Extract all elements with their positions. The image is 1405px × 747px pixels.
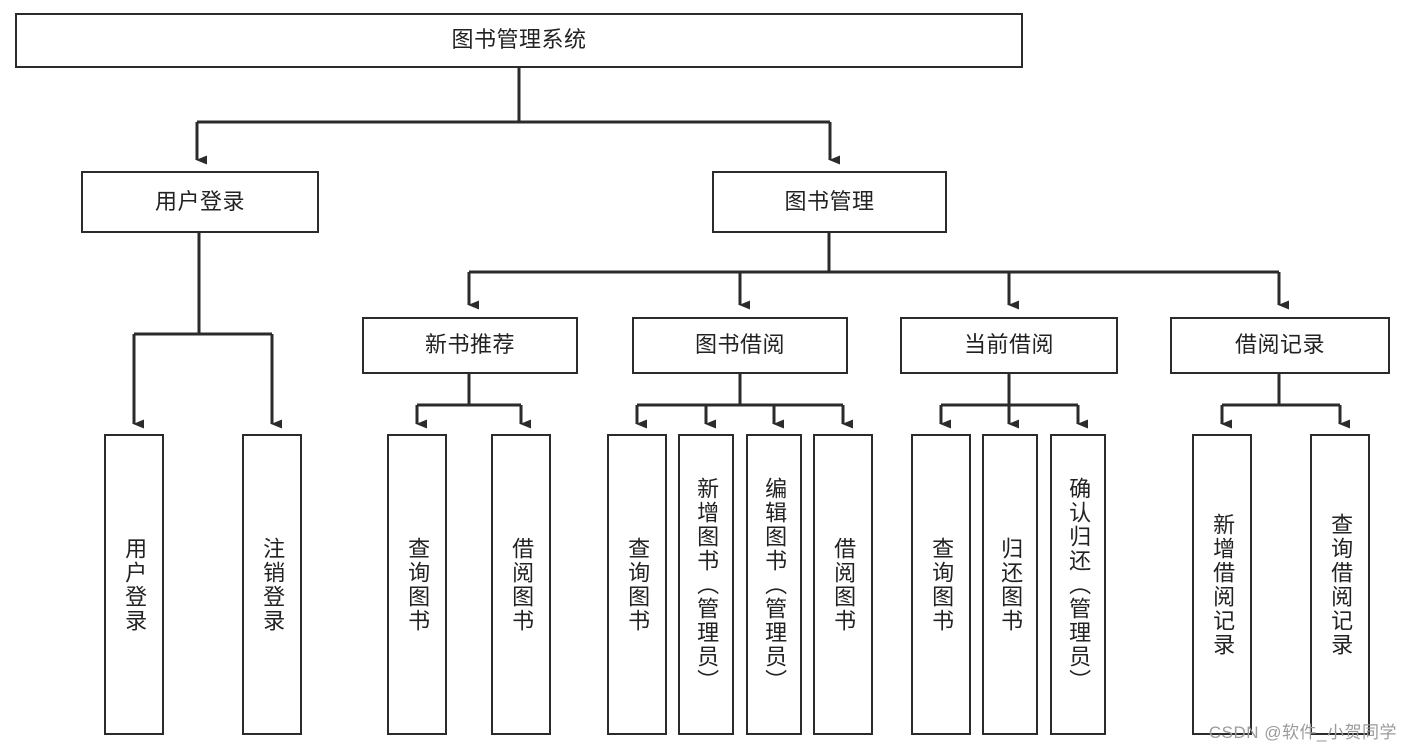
node-root-library-system[interactable]: 图书管理系统 xyxy=(15,13,1023,68)
node-label: 图书管理 xyxy=(784,188,875,214)
node-label: 借阅图书 xyxy=(831,536,857,633)
node-label: 注销登录 xyxy=(260,536,286,633)
leaf-book-borrow-add-admin[interactable]: 新增图书（管理员） xyxy=(678,434,734,735)
leaf-current-borrow-query[interactable]: 查询图书 xyxy=(911,434,971,735)
node-label: 归还图书 xyxy=(998,536,1024,633)
node-label: 图书借阅 xyxy=(694,332,785,358)
node-book-management[interactable]: 图书管理 xyxy=(712,171,947,233)
leaf-new-book-query[interactable]: 查询图书 xyxy=(387,434,447,735)
node-borrow-record[interactable]: 借阅记录 xyxy=(1170,317,1390,374)
node-label: 查询图书 xyxy=(625,536,651,633)
node-label: 新书推荐 xyxy=(424,332,515,358)
node-new-book-recommend[interactable]: 新书推荐 xyxy=(362,317,578,374)
leaf-borrow-record-add[interactable]: 新增借阅记录 xyxy=(1192,434,1252,735)
leaf-book-borrow-edit-admin[interactable]: 编辑图书（管理员） xyxy=(746,434,802,735)
node-label: 确认归还（管理员） xyxy=(1066,476,1092,693)
leaf-user-login-signin[interactable]: 用户登录 xyxy=(104,434,164,735)
node-label: 编辑图书（管理员） xyxy=(762,476,788,693)
node-label: 借阅图书 xyxy=(509,536,535,633)
node-current-borrow[interactable]: 当前借阅 xyxy=(900,317,1118,374)
leaf-borrow-record-query[interactable]: 查询借阅记录 xyxy=(1310,434,1370,735)
leaf-book-borrow-query[interactable]: 查询图书 xyxy=(607,434,667,735)
leaf-user-login-logout[interactable]: 注销登录 xyxy=(242,434,302,735)
leaf-book-borrow-borrow[interactable]: 借阅图书 xyxy=(813,434,873,735)
leaf-current-borrow-return[interactable]: 归还图书 xyxy=(982,434,1038,735)
node-user-login[interactable]: 用户登录 xyxy=(81,171,319,233)
leaf-current-borrow-confirm-admin[interactable]: 确认归还（管理员） xyxy=(1050,434,1106,735)
node-label: 用户登录 xyxy=(154,188,245,214)
node-label: 新增图书（管理员） xyxy=(694,476,720,693)
leaf-new-book-borrow[interactable]: 借阅图书 xyxy=(491,434,551,735)
node-label: 用户登录 xyxy=(122,536,148,633)
node-book-borrow[interactable]: 图书借阅 xyxy=(632,317,848,374)
node-label: 图书管理系统 xyxy=(451,27,587,53)
node-label: 当前借阅 xyxy=(963,332,1054,358)
node-label: 查询借阅记录 xyxy=(1328,512,1354,657)
node-label: 查询图书 xyxy=(929,536,955,633)
node-label: 新增借阅记录 xyxy=(1210,512,1236,657)
node-label: 查询图书 xyxy=(405,536,431,633)
node-label: 借阅记录 xyxy=(1234,332,1325,358)
csdn-watermark: CSDN @软件_小贺同学 xyxy=(1208,723,1397,742)
